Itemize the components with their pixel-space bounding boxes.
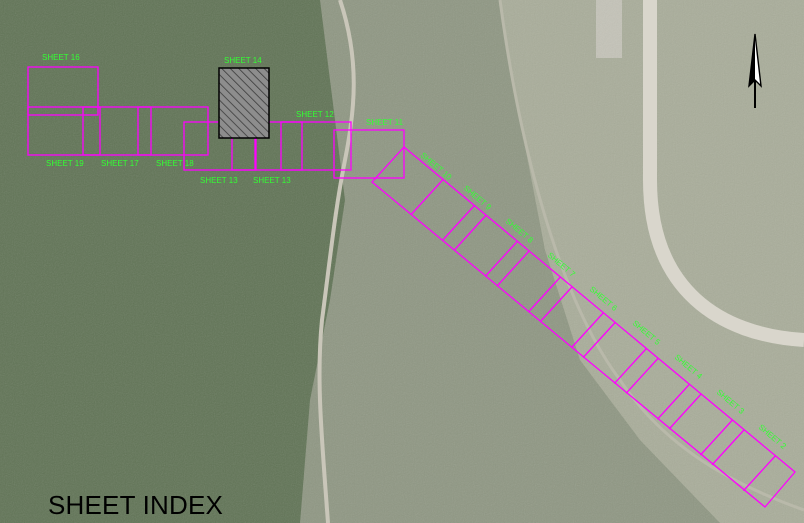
sheet-12-label[interactable]: SHEET 12 [296,110,334,119]
access-road [498,0,804,512]
sheet-14-highlight[interactable] [218,67,270,139]
sheet-11-frame[interactable] [333,129,405,179]
sheet-16-label[interactable]: SHEET 16 [42,53,80,62]
sheet-divider [711,429,745,466]
sheet-divider [410,179,444,215]
sheet-14-label[interactable]: SHEET 14 [224,56,262,65]
sheet-18-frame[interactable] [137,106,209,156]
sheet-divider [496,250,530,287]
dirt-trail [317,0,356,523]
sheet-divider [539,286,573,323]
sheet-divider [527,276,561,313]
sheet-divider [613,348,647,384]
sheet-divider-layer [410,179,776,492]
sheet-12-frame[interactable] [280,121,352,171]
sheet-19-label[interactable]: SHEET 19 [46,159,84,168]
sheet-19-frame[interactable] [27,106,101,156]
sheet-divider [668,393,702,430]
sheet-13a-label[interactable]: SHEET 13 [200,176,238,185]
sheet-17-frame[interactable] [82,106,152,156]
sheet-11-label[interactable]: SHEET 11 [366,118,404,127]
sheet-divider [656,383,690,420]
sheet-index-title: SHEET INDEX [48,490,224,520]
sheet-17-label[interactable]: SHEET 17 [101,159,139,168]
sheet-divider [625,357,659,394]
sheet-divider [570,312,604,349]
sheet-divider [742,455,776,492]
diagonal-sheet-strip [371,146,796,508]
sheet-divider [453,214,487,251]
paved-road [643,0,804,347]
sheet-18-label[interactable]: SHEET 18 [156,159,194,168]
sheet-16-frame[interactable] [27,66,99,116]
north-arrow-icon [748,33,762,108]
sheet-divider [699,419,733,456]
sheet-13b-label[interactable]: SHEET 13 [253,176,291,185]
sheet-divider [441,205,475,241]
sheet-divider [484,240,518,277]
sheet-divider [582,322,616,358]
